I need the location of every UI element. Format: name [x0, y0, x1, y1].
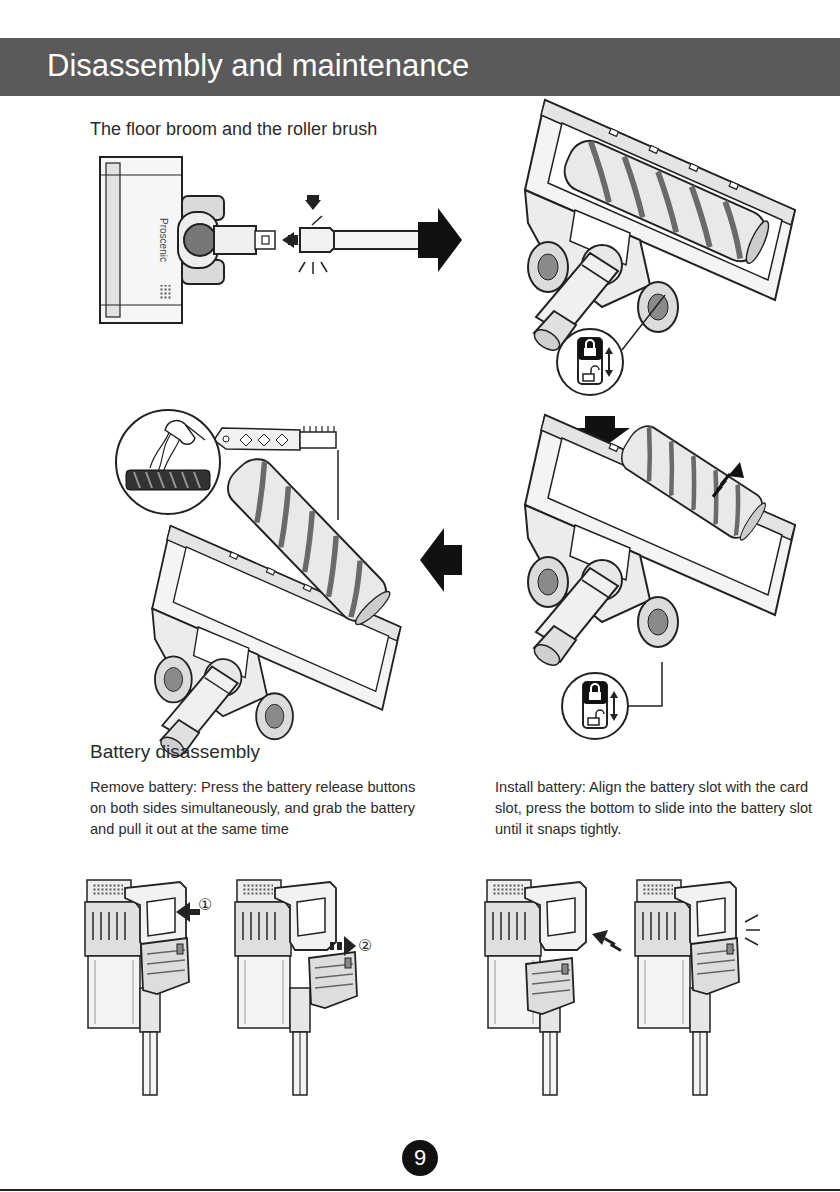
page-title: Disassembly and maintenance: [47, 44, 807, 88]
extension-tube: [321, 262, 327, 272]
floor-head-top-view: [255, 231, 275, 249]
battery-removal-step-2: [330, 942, 334, 950]
header-band: [0, 38, 840, 96]
floor-head-top-view: [160, 285, 172, 299]
battery-removal-step-2: [344, 936, 356, 956]
extension-tube: [334, 231, 420, 249]
extension-tube: [288, 235, 291, 245]
extension-tube: [305, 200, 321, 210]
cleaning-tool: [240, 434, 252, 446]
cleaning-tool: [333, 426, 334, 432]
detail-circle: [146, 472, 152, 488]
battery-removal-step-1: [85, 880, 200, 1095]
floor-head-top-view: [100, 304, 182, 305]
extension-tube: [299, 262, 305, 272]
detail-circle: [134, 472, 200, 488]
step-arrow: [418, 208, 462, 272]
section-heading: The floor broom and the roller brush: [90, 117, 510, 141]
extension-tube: [282, 195, 420, 274]
instruction-text: Remove battery: Press the battery releas…: [90, 777, 435, 840]
direction-arrow: [712, 462, 744, 498]
battery-install-step-1: [485, 880, 622, 1095]
extension-tube: [312, 262, 314, 274]
battery-removal-step-1: [176, 902, 190, 922]
cleaning-tool: [303, 426, 304, 432]
detail-circle: [116, 410, 220, 514]
detail-circle: [170, 472, 176, 488]
cleaning-tool: [205, 426, 338, 520]
floor-head-top-view: [100, 157, 275, 323]
cleaning-tool: [304, 426, 334, 432]
extension-tube: [282, 232, 294, 248]
battery-removal-step-2: [235, 880, 357, 1095]
roller-brush: [558, 134, 774, 268]
step-arrow: [420, 528, 462, 592]
extension-tube: [307, 195, 319, 200]
floor-head-top-view: [214, 226, 256, 254]
lock-indicator: [557, 329, 623, 395]
cleaning-tool: [214, 428, 300, 450]
battery-install-step-2: [691, 938, 739, 994]
floor-head-top-view: [106, 163, 120, 317]
battery-install-step-2: [746, 929, 760, 931]
battery-install-step-1: [604, 937, 616, 946]
page-number-badge: 9: [402, 1140, 438, 1176]
detail-circle: [158, 472, 164, 488]
detail-circle: [134, 472, 140, 488]
battery-install-step-2: [745, 938, 758, 945]
instruction-text: Install battery: Align the battery slot …: [495, 777, 835, 840]
detail-circle: [116, 410, 220, 514]
cleaning-tool: [315, 426, 316, 432]
brand-mark: Proscenic: [156, 205, 170, 275]
cleaning-tool: [300, 432, 336, 448]
lock-indicator: [562, 673, 628, 739]
extension-tube: [294, 235, 298, 245]
floor-head-top-view: [178, 212, 218, 268]
callout-number: ①: [198, 895, 222, 915]
leader-line: [622, 295, 665, 350]
battery-install-step-2: [745, 915, 758, 922]
cleaning-tool: [223, 436, 229, 442]
detail-circle: [182, 472, 188, 488]
floor-head: [525, 415, 795, 669]
extension-tube: [300, 228, 334, 252]
battery-install-step-1: [485, 880, 586, 1095]
leader-line: [628, 662, 662, 706]
detail-circle: [186, 425, 205, 440]
cleaning-tool: [321, 426, 322, 432]
callout-number: ②: [358, 936, 382, 956]
cleaning-tool: [258, 434, 270, 446]
battery-install-step-1: [610, 943, 622, 952]
section-heading: Battery disassembly: [90, 740, 490, 764]
roller-brush: [615, 420, 770, 545]
cleaning-tool: [276, 434, 288, 446]
battery-removal-step-2: [337, 942, 342, 950]
floor-head-top-view: [100, 157, 182, 323]
detail-circle: [194, 472, 200, 488]
footer-rule: [0, 1189, 840, 1191]
floor-head: [525, 100, 795, 354]
cleaning-tool: [309, 426, 310, 432]
battery-install-step-1: [526, 958, 574, 1014]
battery-install-step-2: [635, 880, 760, 1095]
battery-removal-step-2: [309, 952, 357, 1008]
floor-head-top-view: [100, 174, 182, 175]
roller-brush: [220, 451, 396, 631]
cleaning-tool: [327, 426, 328, 432]
cleaning-tool: [337, 450, 339, 520]
floor-head-top-view: [262, 236, 269, 244]
detail-circle: [165, 421, 195, 445]
page-number: 9: [414, 1146, 426, 1170]
direction-arrow: [712, 485, 723, 498]
detail-circle: [126, 470, 210, 490]
floor-head-top-view: [184, 224, 216, 256]
extension-tube: [312, 216, 322, 225]
battery-removal-step-1: [141, 938, 189, 994]
